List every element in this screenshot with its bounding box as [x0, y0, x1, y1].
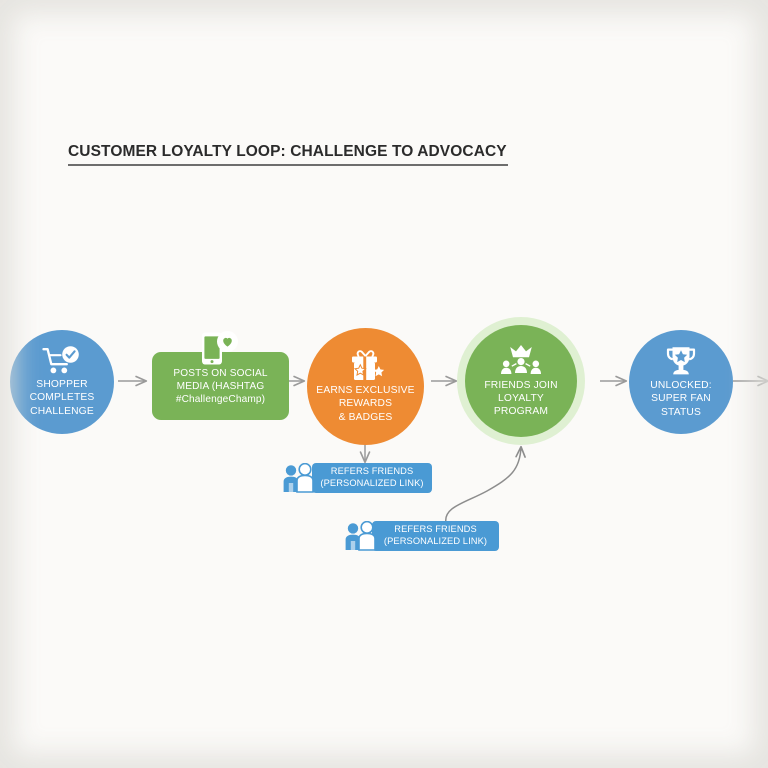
gift-star-icon: [351, 350, 384, 381]
title-block: CUSTOMER LOYALTY LOOP: CHALLENGE TO ADVO…: [68, 143, 508, 166]
badge-refers-friends-lower[interactable]: REFERS FRIENDS (PERSONALIZED LINK): [343, 521, 499, 551]
badge-label: REFERS FRIENDS (PERSONALIZED LINK): [383, 524, 488, 546]
two-people-icon: [283, 463, 314, 493]
arrow-refers-lower-to-friends: [445, 445, 526, 524]
page-title: CUSTOMER LOYALTY LOOP: CHALLENGE TO ADVO…: [68, 143, 507, 160]
crown-people-network-icon: [501, 344, 541, 374]
node-unlocked-super-fan-status[interactable]: UNLOCKED: SUPER FAN STATUS: [629, 330, 733, 434]
smartphone-heart-icon: [202, 331, 238, 365]
node-shopper-completes-challenge[interactable]: SHOPPER COMPLETES CHALLENGE: [10, 330, 114, 434]
badge-pill: REFERS FRIENDS (PERSONALIZED LINK): [372, 521, 499, 551]
two-people-icon: [345, 521, 376, 551]
node-label: UNLOCKED: SUPER FAN STATUS: [650, 380, 712, 418]
node-label: SHOPPER COMPLETES CHALLENGE: [29, 379, 95, 417]
badge-label: REFERS FRIENDS (PERSONALIZED LINK): [320, 466, 424, 488]
node-label: POSTS ON SOCIAL MEDIA (HASHTAG #Challeng…: [173, 367, 268, 405]
trophy-star-icon: [666, 347, 696, 375]
shopping-cart-check-icon: [42, 346, 79, 374]
node-label: FRIENDS JOIN LOYALTY PROGRAM: [484, 379, 558, 418]
title-underline: [68, 164, 508, 166]
badge-pill: REFERS FRIENDS (PERSONALIZED LINK): [312, 463, 432, 493]
node-earns-exclusive-rewards[interactable]: EARNS EXCLUSIVE REWARDS & BADGES: [307, 328, 424, 445]
node-label: EARNS EXCLUSIVE REWARDS & BADGES: [316, 385, 415, 423]
badge-refers-friends-upper[interactable]: REFERS FRIENDS (PERSONALIZED LINK): [281, 463, 432, 493]
node-friends-join-loyalty-program[interactable]: FRIENDS JOIN LOYALTY PROGRAM: [465, 325, 577, 437]
